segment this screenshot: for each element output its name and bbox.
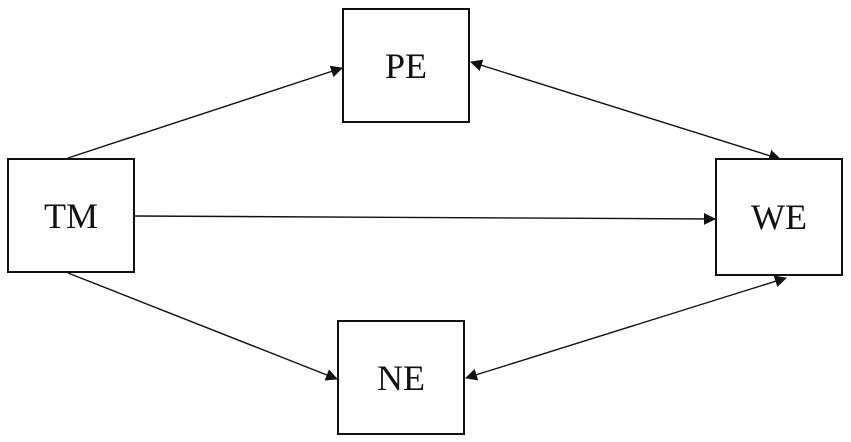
edge-tm-to-pe xyxy=(67,65,343,159)
node-ne-label: NE xyxy=(377,357,425,398)
node-we: WE xyxy=(715,158,843,276)
node-pe-label: PE xyxy=(384,45,427,86)
edge-tm-to-ne xyxy=(67,272,338,381)
node-we-label: WE xyxy=(751,197,807,237)
node-pe: PE xyxy=(342,8,470,123)
node-tm: TM xyxy=(7,158,135,273)
edge-ne-we-bidirectional xyxy=(465,275,787,381)
edge-tm-to-we xyxy=(134,212,716,225)
node-tm-label: TM xyxy=(44,195,98,236)
node-ne: NE xyxy=(337,320,465,435)
edge-pe-we-bidirectional xyxy=(470,59,781,162)
